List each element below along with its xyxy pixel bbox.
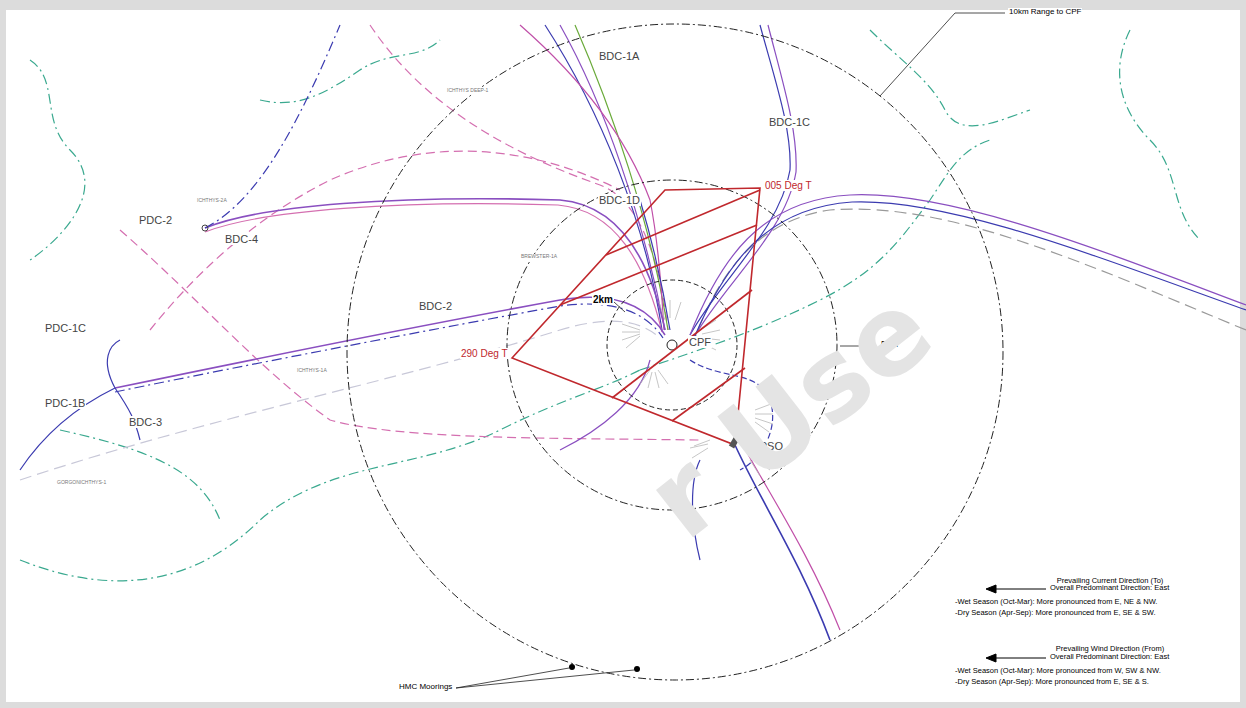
map-ground [6,10,1240,702]
drill-centre-label: PDC-1B [44,397,86,409]
drill-centre-label: BDC-2 [418,300,453,312]
pipeline-routes [20,25,1246,640]
bearing-label: 290 Deg T [460,348,509,359]
well-label: BREWSTER-1A [520,254,558,260]
range-label: 2km [592,294,614,305]
drill-centre-label: BDC-1D [598,194,641,206]
facility-label: CPF [688,336,712,348]
range-rings [347,24,1003,680]
drill-centre-label: BDC-3 [128,416,163,428]
note-text: -Dry Season (Apr-Sep): More pronounced f… [955,609,1156,617]
well-label: ICHTHYS DEEP-1 [446,88,489,94]
drill-centre-label: BDC-1A [598,50,640,62]
note-text: Overall Predominant Direction: East [1050,653,1169,661]
note-heading: Prevailing Wind Direction (From) [1056,645,1164,653]
drill-centre-label: PDC-1C [44,322,87,334]
direction-arrows [986,585,1046,662]
drill-centre-label: PDC-2 [138,214,173,226]
leader-lines [456,13,1005,688]
bearing-label: 005 Deg T [764,180,813,191]
note-text: -Wet Season (Oct-Mar): More pronounced f… [955,598,1157,606]
note-text: -Wet Season (Oct-Mar): More pronounced f… [955,667,1161,675]
drill-centre-label: BDC-4 [224,233,259,245]
drill-centre-label: BDC-1C [768,116,811,128]
mooring-points [202,225,640,672]
range-label: 10km Range to CPF [1008,8,1082,17]
well-label: GORGONICHTHYS-1 [56,480,107,486]
well-label: ICHTHYS-1A [296,368,328,374]
mooring-label: HMC Moorings [398,683,453,692]
well-label: ICHTHYS-2A [196,198,228,204]
note-text: Overall Predominant Direction: East [1050,584,1169,592]
note-text: -Dry Season (Apr-Sep): More pronounced f… [955,678,1149,686]
